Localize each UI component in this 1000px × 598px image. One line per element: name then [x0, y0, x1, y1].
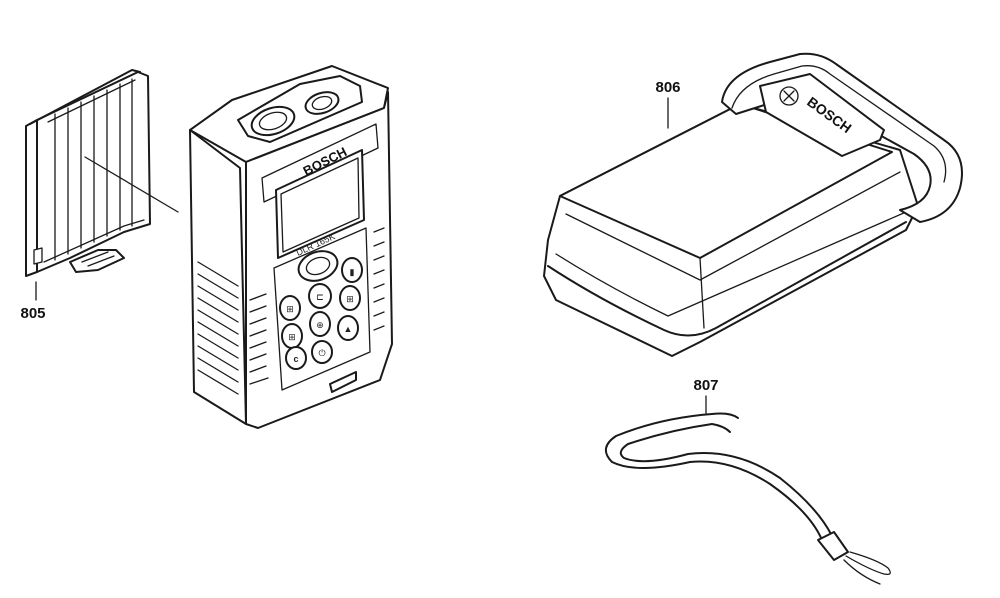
svg-text:▮: ▮ — [350, 267, 355, 277]
svg-text:c: c — [293, 354, 298, 364]
svg-text:⏻: ⏻ — [318, 348, 325, 358]
svg-text:⊏: ⊏ — [316, 292, 324, 302]
protective-pouch-drawing: BOSCH — [543, 52, 963, 357]
svg-text:⊞: ⊞ — [288, 332, 296, 342]
wrist-strap-drawing — [605, 412, 891, 585]
laser-rangefinder-drawing: BOSCH DLR 165K ▮ ⊞ ⊏ ⊞ ⊞ ⊕ ▲ c ⏻ — [189, 65, 393, 429]
svg-text:▲: ▲ — [344, 324, 353, 334]
svg-text:⊞: ⊞ — [346, 294, 354, 304]
svg-text:⊕: ⊕ — [316, 320, 324, 330]
svg-text:⊞: ⊞ — [286, 304, 294, 314]
callout-807: 807 — [693, 377, 718, 394]
battery-cover-drawing — [25, 69, 151, 277]
leader-line-805-to-device — [84, 156, 179, 213]
callout-805: 805 — [20, 305, 45, 322]
callout-806: 806 — [655, 79, 680, 96]
